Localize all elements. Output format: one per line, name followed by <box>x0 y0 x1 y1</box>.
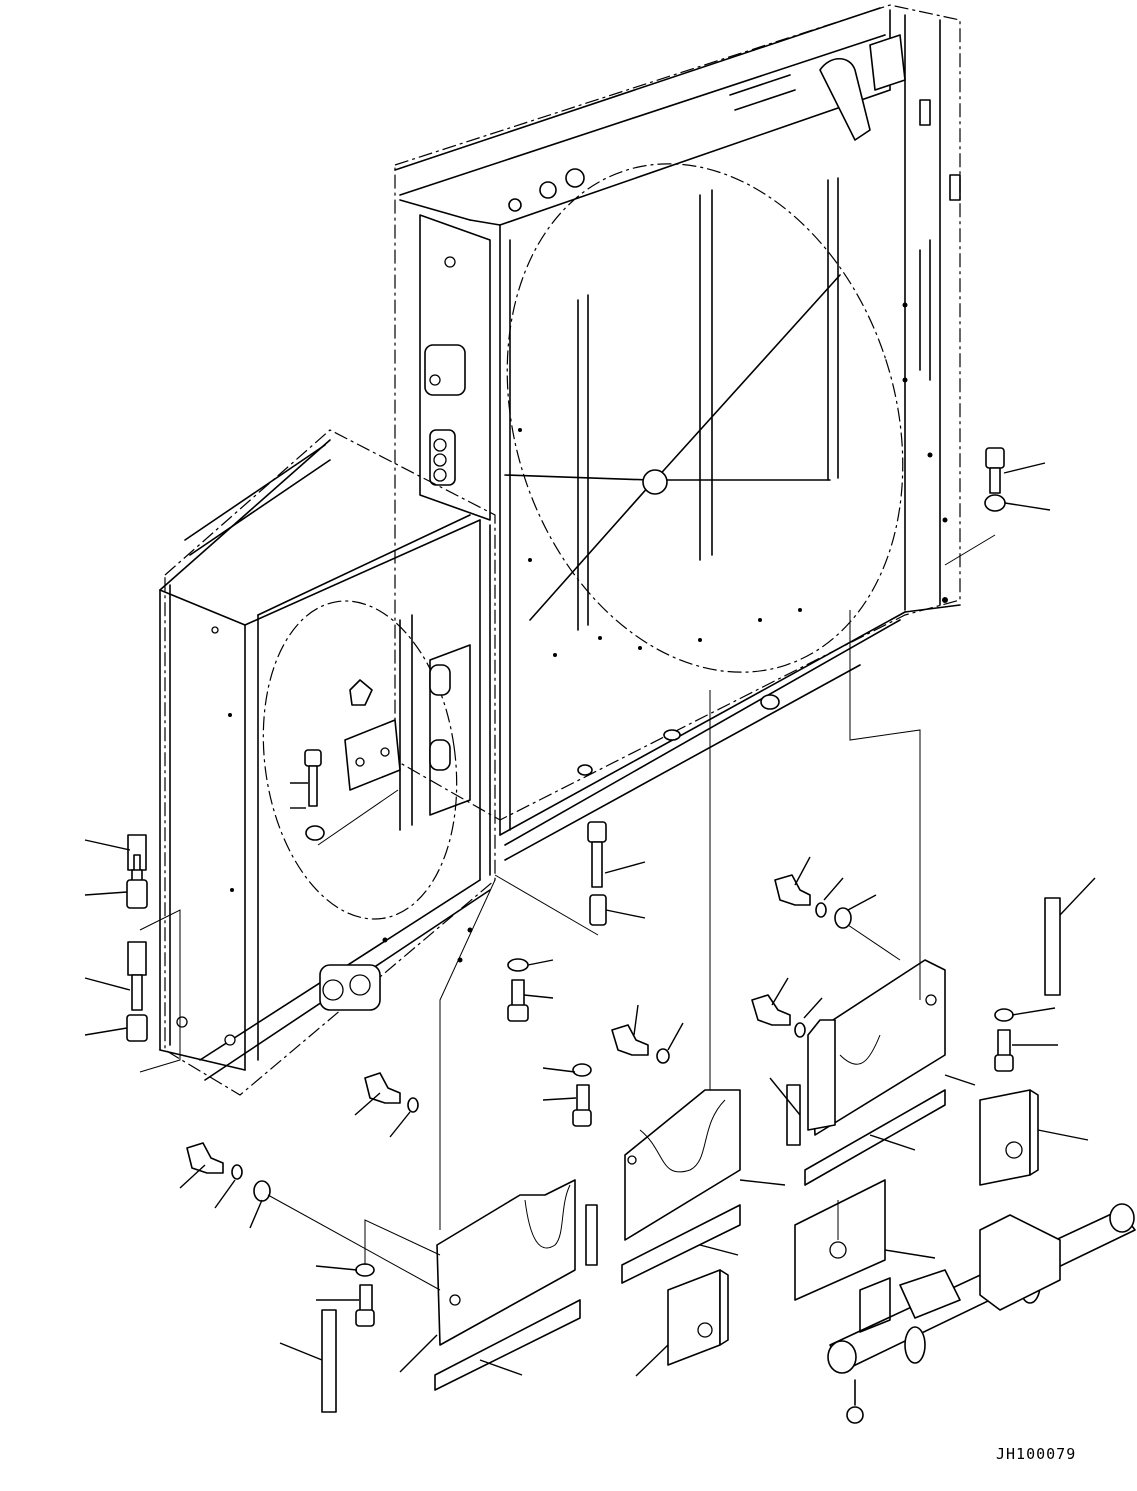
pipe-assembly <box>827 1203 1136 1424</box>
middle-bracket-group <box>542 690 936 1301</box>
left-fastener-stack <box>84 834 181 1073</box>
middle-bolt-group <box>494 821 646 1022</box>
right-bracket-group <box>751 610 1096 1186</box>
drawing-code: JH100079 <box>996 1445 1077 1463</box>
main-radiator-frame <box>394 4 961 861</box>
lower-left-bracket-group <box>179 879 729 1413</box>
upper-right-bolt-group <box>944 447 1051 566</box>
front-cooler-frame <box>159 429 496 1096</box>
center-bolt-group <box>290 749 399 846</box>
